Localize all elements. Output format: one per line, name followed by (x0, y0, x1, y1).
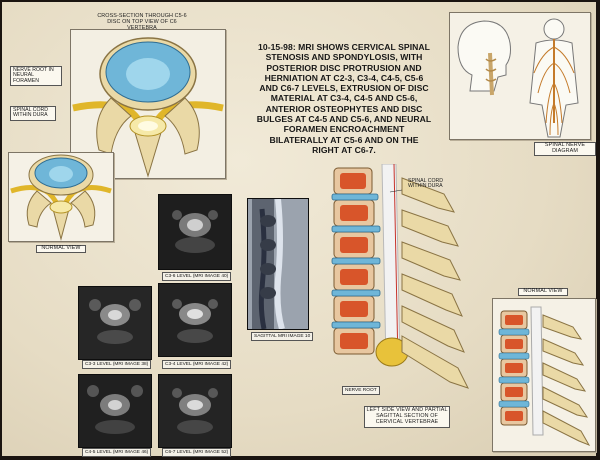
spinal-cord-label: Spinal cord within dura (10, 106, 56, 121)
mri-label-c6-7: C6-7 level (MRI image 52) (162, 448, 232, 457)
mri-label-sagittal: Sagittal MRI image 10 (251, 332, 314, 341)
sagittal-spine-diagram (326, 163, 486, 390)
mri-summary-text: 10-15-98: MRI shows cervical spinal sten… (256, 42, 432, 155)
mri-image-sagittal (247, 198, 309, 330)
mri-label-c3-3: C3-3 level (MRI image 38) (82, 360, 152, 369)
mri-image-c4-5 (78, 374, 152, 448)
mri-image-c3-4 (158, 283, 232, 357)
mri-label-c3-6: C3-6 level (MRI image 40) (162, 272, 232, 281)
cross-section-panel (70, 29, 226, 179)
mri-label-c4-5: C4-5 level (MRI image 46) (82, 448, 152, 457)
mri-image-c3-6 (158, 194, 232, 270)
cross-section-illustration (72, 37, 224, 178)
nerve-diagram-label: Spinal nerve diagram (534, 142, 596, 156)
mri-image-c3-3 (78, 286, 152, 360)
normal-view-illustration-right (498, 306, 591, 446)
sagittal-spinal-cord-label: Spinal cord within dura (408, 178, 443, 190)
mri-image-c6-7 (158, 374, 232, 448)
sagittal-nerve-root-label: Nerve root (342, 386, 380, 395)
normal-view-label-right: Normal view (518, 288, 568, 296)
sagittal-caption: Left side view and partial sagittal sect… (364, 406, 450, 428)
nerve-diagram-panel (449, 12, 591, 140)
normal-view-panel-left (8, 152, 114, 242)
nerve-root-label: Nerve root in neural foramen (10, 66, 62, 87)
mri-label-c3-4: C3-4 level (MRI image 42) (162, 360, 232, 369)
exhibit-board: Cross-section through C5-6 disc on top v… (2, 2, 596, 457)
normal-view-illustration-left (10, 154, 112, 241)
nerve-diagram-illustration (457, 18, 579, 138)
normal-view-label-left: Normal view (36, 245, 86, 253)
cross-section-title: Cross-section through C5-6 disc on top v… (97, 13, 187, 31)
normal-view-panel-right (492, 298, 596, 452)
